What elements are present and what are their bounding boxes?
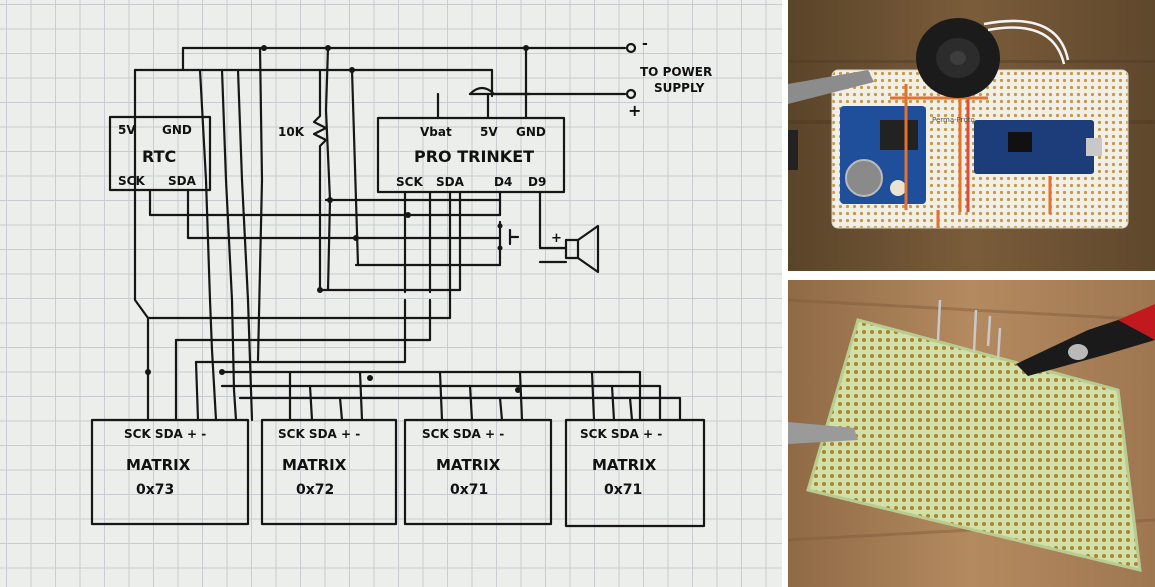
- trinket-pin-sck: SCK: [396, 175, 423, 189]
- assembled-board-photo: Perma-Proto: [788, 0, 1155, 271]
- power-plus-label: +: [628, 101, 641, 120]
- trinket-pin-5v: 5V: [480, 125, 498, 139]
- resistor-label: 10K: [278, 125, 305, 139]
- matrix-2-title: MATRIX: [282, 456, 347, 474]
- matrix-4-address: 0x71: [604, 482, 642, 498]
- rtc-title: RTC: [142, 147, 176, 166]
- matrix-2-pins: SCK SDA + -: [278, 427, 360, 441]
- assembled-board-illustration: Perma-Proto: [788, 0, 1155, 271]
- rtc-pin-sck: SCK: [118, 174, 145, 188]
- trinket-pin-gnd: GND: [516, 125, 546, 139]
- rtc-pin-5v: 5V: [118, 123, 136, 137]
- matrix-1-title: MATRIX: [126, 456, 191, 474]
- rtc-pin-gnd: GND: [162, 123, 192, 137]
- matrix-4-title: MATRIX: [592, 456, 657, 474]
- rtc-pin-sda: SDA: [168, 174, 197, 188]
- matrix-1-address: 0x73: [136, 482, 174, 498]
- matrix-3-title: MATRIX: [436, 456, 501, 474]
- matrix-4-pins: SCK SDA + -: [580, 427, 662, 441]
- trinket-title: PRO TRINKET: [414, 147, 534, 166]
- schematic-drawing: - + TO POWER SUPPLY 10K 5V GND RTC SCK S…: [90, 36, 712, 528]
- soldering-board-illustration: [788, 280, 1155, 587]
- board-label-text: Perma-Proto: [932, 116, 975, 124]
- speaker-plus-label: +: [551, 231, 562, 246]
- soldering-board-photo: [788, 280, 1155, 587]
- power-minus-label: -: [642, 36, 648, 52]
- power-supply-label-line2: SUPPLY: [654, 81, 705, 95]
- trinket-pin-d9: D9: [528, 175, 546, 189]
- matrix-1-pins: SCK SDA + -: [124, 427, 206, 441]
- schematic-sketch: - + TO POWER SUPPLY 10K 5V GND RTC SCK S…: [0, 0, 782, 587]
- power-supply-label-line1: TO POWER: [640, 65, 712, 79]
- matrix-3-pins: SCK SDA + -: [422, 427, 504, 441]
- trinket-pin-d4: D4: [494, 175, 512, 189]
- matrix-3-address: 0x71: [450, 482, 488, 498]
- trinket-pin-sda: SDA: [436, 175, 465, 189]
- trinket-pin-vbat: Vbat: [420, 125, 452, 139]
- matrix-2-address: 0x72: [296, 482, 334, 498]
